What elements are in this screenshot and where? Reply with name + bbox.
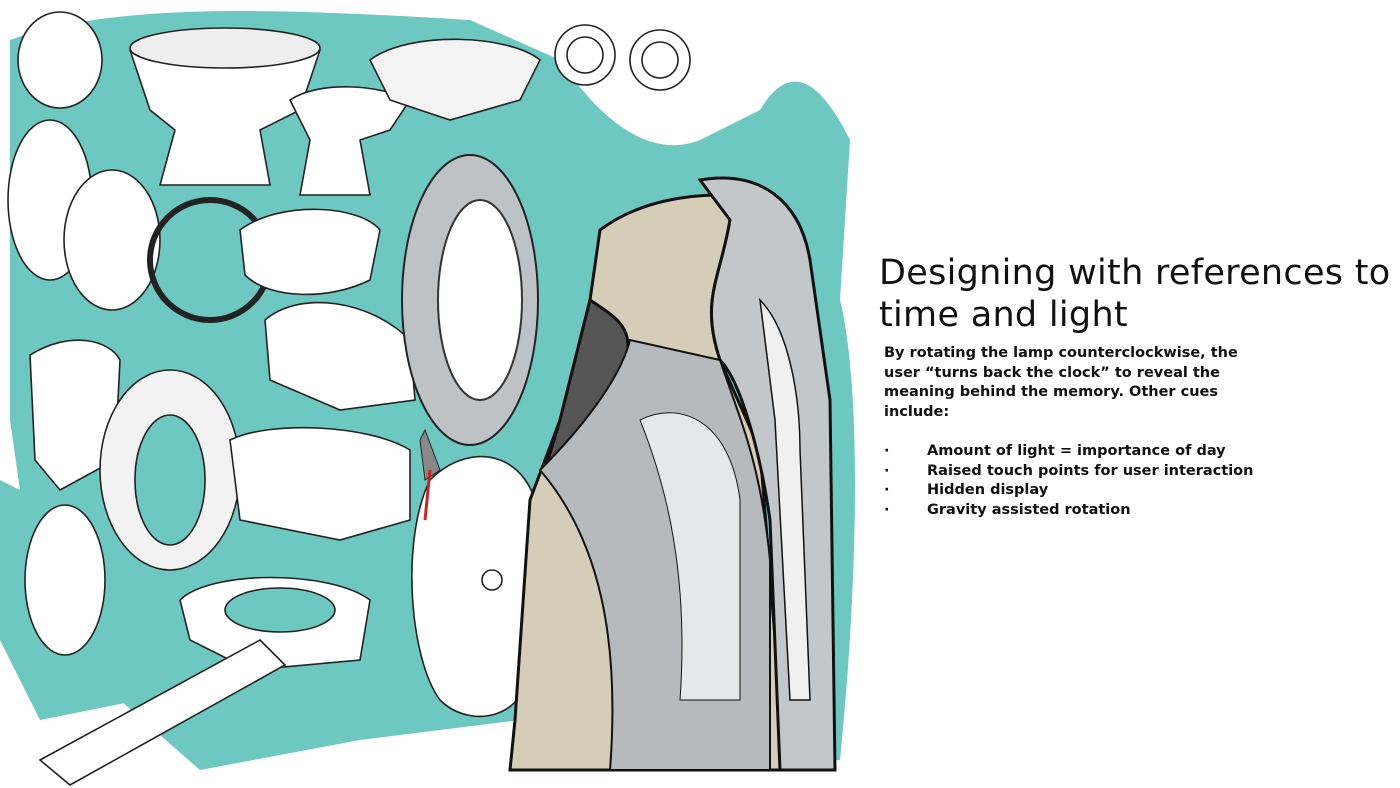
list-item-text: Gravity assisted rotation xyxy=(927,501,1131,518)
description-paragraph: By rotating the lamp counterclockwise, t… xyxy=(884,345,1238,420)
bullet-icon: · xyxy=(884,462,890,479)
lamp-sketch-illustration xyxy=(0,11,855,786)
bullet-icon: · xyxy=(884,443,890,459)
list-item-text: Raised touch points for user interaction xyxy=(927,462,1254,479)
bullet-icon: · xyxy=(884,482,890,498)
ring-lamp-sketch xyxy=(401,154,539,521)
list-item: · Gravity assisted rotation xyxy=(884,501,1253,521)
list-item: · Raised touch points for user interactio… xyxy=(884,462,1253,482)
bullet-icon: · xyxy=(884,501,890,518)
list-item: · Amount of light = importance of day xyxy=(884,442,1253,462)
cue-list: · Amount of light = importance of day · Ra… xyxy=(884,442,1253,520)
list-item: · Hidden display xyxy=(884,481,1253,501)
page-title: Designing with references to time and li… xyxy=(879,253,1391,335)
list-item-text: Amount of light = importance of day xyxy=(927,443,1226,459)
large-lamp-render xyxy=(508,176,837,772)
sketch-objects xyxy=(7,11,691,786)
list-item-text: Hidden display xyxy=(927,482,1049,498)
